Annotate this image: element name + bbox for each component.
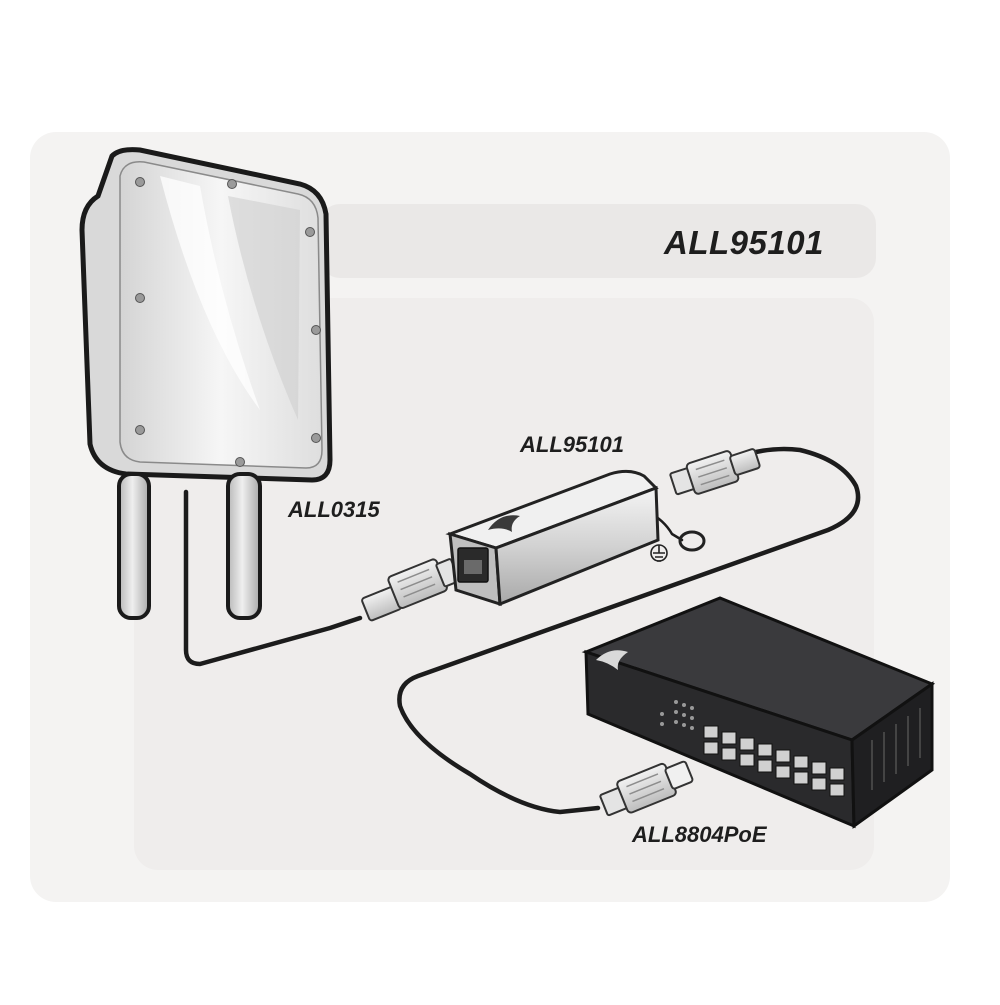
- switch-bird-logo-icon: [596, 650, 628, 670]
- switch-label: ALL8804PoE: [632, 822, 767, 847]
- access-point-enclosure: [79, 147, 333, 483]
- cable-ap-to-arrester: [183, 489, 363, 667]
- switch-ports: [703, 725, 845, 797]
- arrester-side: [494, 485, 660, 607]
- surge-arrester: [445, 469, 706, 607]
- switch-side: [850, 681, 934, 829]
- ground-ring-terminal: [678, 530, 706, 552]
- title-band: [320, 204, 876, 278]
- rj45-plug-ap: [361, 558, 460, 622]
- access-point-label: ALL0315: [288, 497, 380, 522]
- arrester-top: [445, 469, 659, 550]
- enclosure-screws: [135, 177, 321, 467]
- rj45-plug-switch: [599, 760, 694, 817]
- switch-leds: [660, 700, 694, 730]
- surge-arrester-label: ALL95101: [520, 432, 624, 457]
- cable-arrester-to-switch: [397, 446, 861, 815]
- switch-vents: [871, 708, 921, 790]
- bird-logo-icon: [488, 515, 520, 532]
- enclosure-highlight: [160, 176, 260, 410]
- poe-switch: [581, 596, 936, 829]
- rj45-plug-arrester: [669, 448, 761, 496]
- enclosure-shading: [228, 196, 300, 420]
- antenna-right: [226, 472, 262, 620]
- ground-symbol-icon: [650, 544, 668, 562]
- antennas: [117, 472, 262, 620]
- product-title-label: ALL95101: [664, 224, 824, 261]
- antenna-left: [117, 472, 151, 620]
